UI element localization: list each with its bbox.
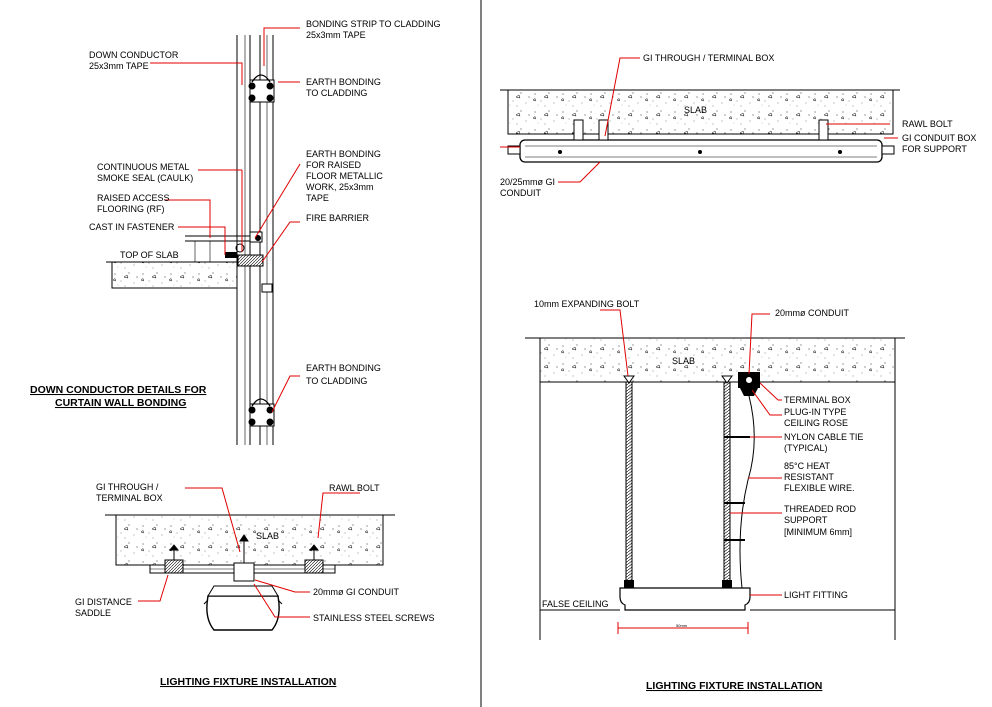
label-earth-raised-5: TAPE bbox=[306, 193, 329, 203]
label-terminal-box: TERMINAL BOX bbox=[784, 395, 851, 405]
label-cable-tie: NYLON CABLE TIE bbox=[784, 432, 863, 442]
down-conductor-leaders bbox=[150, 27, 301, 413]
label-down-conductor-tape: 25x3mm TAPE bbox=[89, 61, 149, 71]
title-lighting-left: LIGHTING FIXTURE INSTALLATION bbox=[160, 676, 336, 688]
label-gi-conduit-right: 20/25mmø GI bbox=[500, 177, 555, 187]
label-cast-in-fastener: CAST IN FASTENER bbox=[89, 222, 175, 232]
label-down-conductor: DOWN CONDUCTOR bbox=[89, 50, 179, 60]
label-earth-bonding-top: EARTH BONDING bbox=[306, 77, 381, 87]
label-gi-through-left: GI THROUGH / bbox=[96, 482, 159, 492]
label-slab-top-right: SLAB bbox=[684, 105, 707, 115]
label-earth-raised: EARTH BONDING bbox=[306, 149, 381, 159]
conduit-under-slab-leaders bbox=[500, 57, 898, 183]
label-gi-conduit-box: GI CONDUIT BOX bbox=[902, 133, 976, 143]
label-earth-raised-3: FLOOR METALLIC bbox=[306, 171, 383, 181]
label-raised-floor: RAISED ACCESS bbox=[97, 193, 170, 203]
label-smoke-seal-2: SMOKE SEAL (CAULK) bbox=[97, 173, 193, 183]
label-ceiling-rose-2: CEILING ROSE bbox=[784, 418, 848, 428]
label-bonding-strip-tape: 25x3mm TAPE bbox=[306, 30, 366, 40]
label-conduit-bottom-right: 20mmø CONDUIT bbox=[775, 308, 850, 318]
label-ceiling-rose: PLUG-IN TYPE bbox=[784, 407, 846, 417]
label-dimension: 50mm bbox=[676, 623, 688, 628]
label-stainless-screws: STAINLESS STEEL SCREWS bbox=[313, 613, 435, 623]
label-top-of-slab: TOP OF SLAB bbox=[120, 250, 179, 260]
label-conduit-left: 20mmø GI CONDUIT bbox=[313, 587, 400, 597]
label-heat-wire-3: FLEXIBLE WIRE. bbox=[784, 483, 855, 493]
conduit-under-slab bbox=[500, 89, 900, 163]
label-false-ceiling: FALSE CEILING bbox=[542, 599, 609, 609]
label-slab-bottom-right: SLAB bbox=[672, 356, 695, 366]
label-gi-distance-saddle: GI DISTANCE bbox=[75, 597, 132, 607]
label-gi-through-right: GI THROUGH / TERMINAL BOX bbox=[643, 53, 774, 63]
label-fire-barrier: FIRE BARRIER bbox=[306, 213, 370, 223]
label-gi-conduit-box-2: FOR SUPPORT bbox=[902, 144, 967, 154]
title-down-conductor-2: CURTAIN WALL BONDING bbox=[55, 397, 186, 409]
label-rod-support: THREADED ROD bbox=[784, 504, 857, 514]
title-lighting-right: LIGHTING FIXTURE INSTALLATION bbox=[646, 680, 822, 692]
label-smoke-seal: CONTINUOUS METAL bbox=[97, 162, 189, 172]
label-gi-through-left-2: TERMINAL BOX bbox=[96, 493, 163, 503]
title-down-conductor: DOWN CONDUCTOR DETAILS FOR bbox=[30, 384, 207, 396]
lighting-left-leaders bbox=[138, 487, 360, 618]
label-slab-left: SLAB bbox=[256, 531, 279, 541]
label-earth-raised-4: WORK, 25x3mm bbox=[306, 182, 374, 192]
label-earth-bonding-top-2: TO CLADDING bbox=[306, 88, 367, 98]
label-rod-support-2: SUPPORT bbox=[784, 515, 828, 525]
label-gi-distance-saddle-2: SADDLE bbox=[75, 608, 111, 618]
label-earth-bonding-bottom: EARTH BONDING bbox=[306, 363, 381, 373]
label-rawl-bolt-right: RAWL BOLT bbox=[902, 119, 953, 129]
label-gi-conduit-right-2: CONDUIT bbox=[500, 188, 541, 198]
label-expanding-bolt: 10mm EXPANDING BOLT bbox=[534, 299, 640, 309]
suspended-fixture: 50mm bbox=[525, 337, 905, 640]
lighting-fixture-left bbox=[105, 514, 395, 631]
suspended-fixture-leaders bbox=[600, 309, 782, 596]
label-rod-support-3: [MINIMUM 6mm] bbox=[784, 527, 852, 537]
label-raised-floor-2: FLOORING (RF) bbox=[97, 204, 165, 214]
label-light-fitting: LIGHT FITTING bbox=[784, 590, 848, 600]
label-rawl-bolt-left: RAWL BOLT bbox=[329, 483, 380, 493]
label-bonding-strip: BONDING STRIP TO CLADDING bbox=[306, 19, 441, 29]
label-heat-wire: 85°C HEAT bbox=[784, 461, 830, 471]
label-heat-wire-2: RESISTANT bbox=[784, 472, 834, 482]
label-earth-bonding-bottom-2: TO CLADDING bbox=[306, 376, 367, 386]
down-conductor-detail bbox=[106, 35, 275, 445]
label-cable-tie-2: (TYPICAL) bbox=[784, 443, 828, 453]
label-earth-raised-2: FOR RAISED bbox=[306, 160, 362, 170]
